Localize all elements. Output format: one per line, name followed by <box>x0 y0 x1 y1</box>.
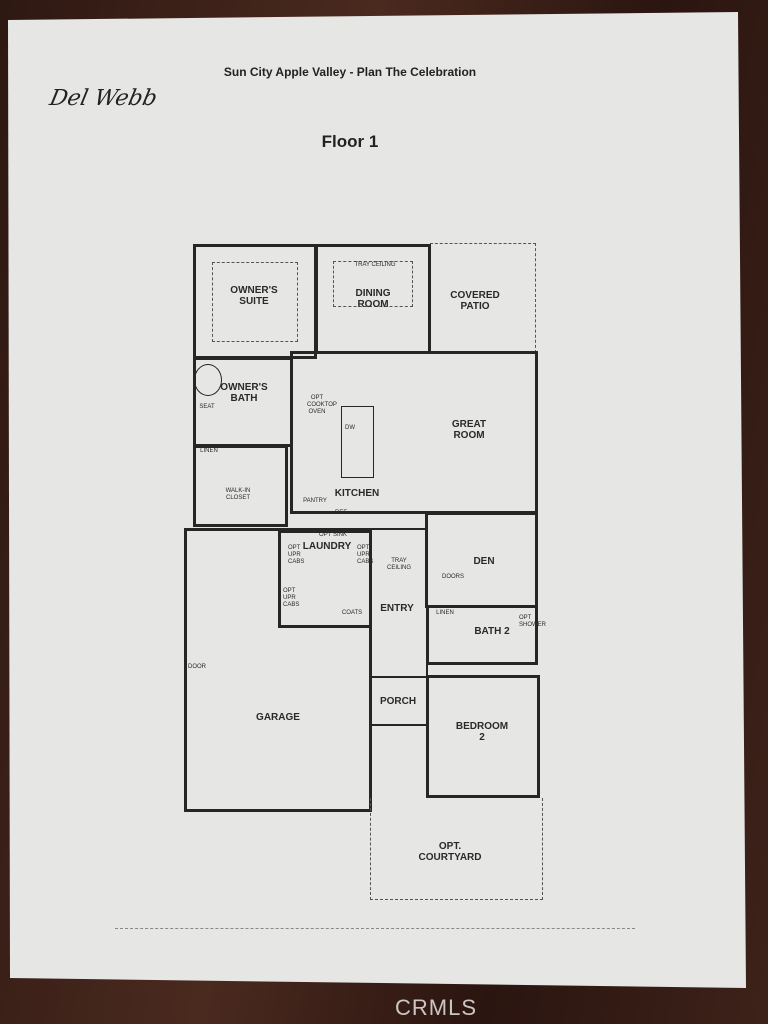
room-label: LINEN <box>436 610 454 616</box>
garage-walls <box>184 528 372 812</box>
courtyard-outline <box>370 798 543 900</box>
floor-heading: Floor 1 <box>321 132 379 151</box>
room-label: OPT UPR CABS <box>357 545 374 565</box>
room-label: TRAY CEILING <box>354 262 396 268</box>
room-label: OPT SINK <box>319 532 347 538</box>
room-label: GARAGE <box>256 712 300 723</box>
tray-ceiling-outline <box>212 262 298 342</box>
room-label: DOORS <box>441 574 465 580</box>
room-label: DINING ROOM <box>355 288 391 310</box>
room-label: LAUNDRY <box>302 541 352 552</box>
room-label: SEAT <box>199 404 215 410</box>
walk-in-closet-walls <box>193 445 288 527</box>
room-label: OPT UPR CABS <box>288 545 305 565</box>
room-label: ENTRY <box>380 603 414 614</box>
room-label: OPT. COURTYARD <box>418 841 482 863</box>
room-label: BATH 2 <box>474 626 510 637</box>
covered-patio-outline <box>430 243 536 353</box>
tray-ceiling-outline <box>333 261 413 307</box>
room-label: BEDROOM 2 <box>455 721 509 743</box>
room-label: OPT SHOWER <box>519 615 546 628</box>
room-label: COVERED PATIO <box>450 290 500 312</box>
room-label: WALK-IN CLOSET <box>225 488 251 501</box>
room-label: DW <box>345 425 355 431</box>
room-label: GREAT ROOM <box>451 419 487 441</box>
room-label: LINEN <box>200 448 218 454</box>
bedroom-2-walls <box>426 675 540 798</box>
room-label: KITCHEN <box>334 488 380 499</box>
room-label: OWNER'S BATH <box>220 382 268 404</box>
bathtub-icon <box>194 364 222 396</box>
crmls-watermark: CRMLS <box>395 995 478 1020</box>
room-label: OWNER'S SUITE <box>230 285 278 307</box>
room-label: TRAY CEILING <box>386 558 412 571</box>
room-label: PANTRY <box>303 498 327 504</box>
dotted-line <box>115 928 635 929</box>
del-webb-logo: Del Webb <box>47 86 160 111</box>
room-label: PORCH <box>379 696 417 707</box>
room-label: DOOR <box>188 664 206 670</box>
kitchen-island <box>341 406 374 478</box>
room-label: COATS <box>341 610 363 616</box>
great-room-walls <box>290 351 538 514</box>
bath-2-walls <box>426 605 538 665</box>
document-title: Sun City Apple Valley - Plan The Celebra… <box>223 65 477 79</box>
room-label: REF <box>335 510 347 516</box>
room-label: OPT COOKTOP OVEN <box>307 395 337 415</box>
room-label: OPT UPR CABS <box>283 588 300 608</box>
room-label: DEN <box>473 556 495 567</box>
